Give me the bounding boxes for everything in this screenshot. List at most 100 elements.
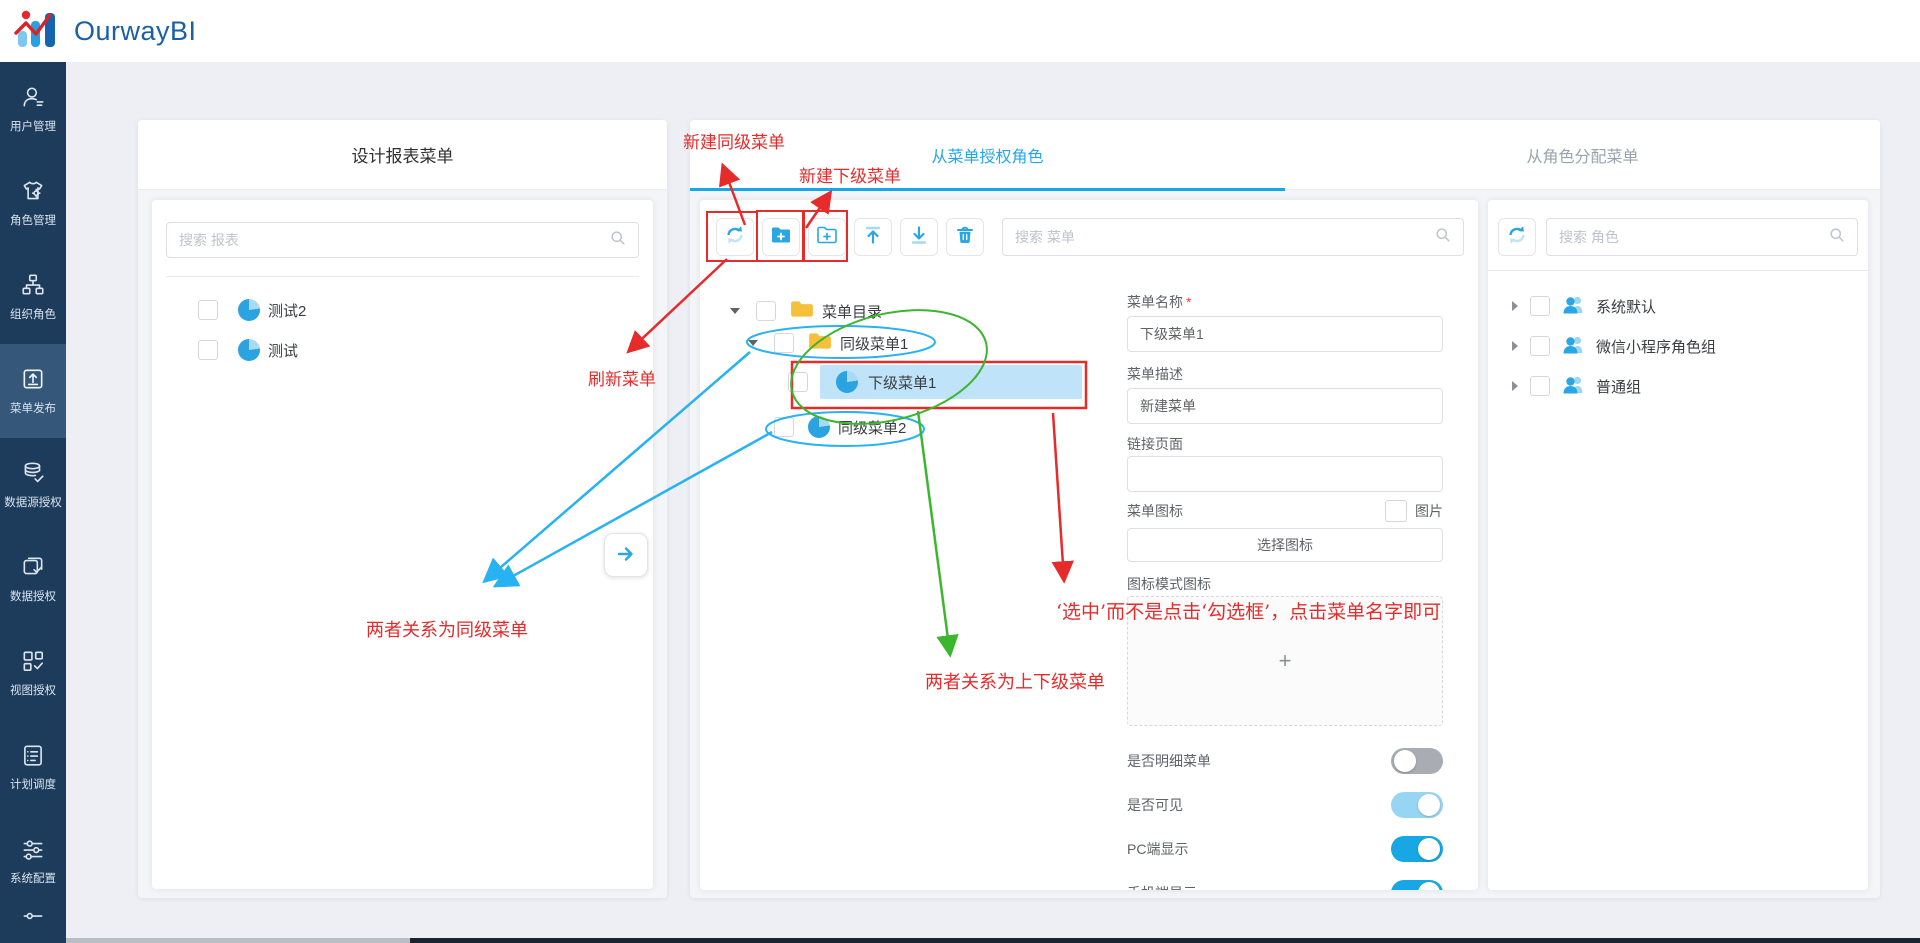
user-group-icon	[1562, 334, 1586, 358]
tree-row-sibling1[interactable]: 同级菜单1	[748, 328, 908, 358]
report-item-row[interactable]: 测试2	[198, 294, 306, 326]
caret-down-icon[interactable]	[748, 340, 758, 346]
refresh-menu-button[interactable]	[716, 218, 754, 256]
tree-checkbox[interactable]	[788, 372, 808, 392]
refresh-roles-button[interactable]	[1498, 218, 1536, 256]
caret-down-icon[interactable]	[730, 308, 740, 314]
tree-node-label[interactable]: 同级菜单2	[838, 419, 907, 437]
move-bottom-button[interactable]	[900, 218, 938, 256]
tree-checkbox[interactable]	[756, 301, 776, 321]
sidebar-item-view-auth[interactable]: 视图授权	[0, 626, 66, 720]
role-group-label[interactable]: 微信小程序角色组	[1596, 338, 1717, 356]
toggle-row-pc-display: PC端显示	[1127, 836, 1443, 862]
report-search-input[interactable]	[167, 223, 608, 257]
visible-toggle[interactable]	[1391, 792, 1443, 818]
icon-mode-label: 图标模式图标	[1127, 576, 1211, 592]
sidebar-item-role-management[interactable]: 角色管理	[0, 156, 66, 250]
arrow-down-bar-icon	[907, 223, 931, 252]
pc-display-toggle[interactable]	[1391, 836, 1443, 862]
sidebar-item-user-management[interactable]: 用户管理	[0, 62, 66, 156]
required-asterisk: *	[1186, 294, 1192, 310]
role-search	[1546, 218, 1858, 256]
menu-name-label: 菜单名称*	[1127, 294, 1192, 310]
plus-icon: +	[1278, 648, 1292, 673]
role-group-row[interactable]: 普通组	[1512, 372, 1641, 400]
link-page-input[interactable]	[1127, 456, 1443, 492]
delete-menu-button[interactable]	[946, 218, 984, 256]
roles-toolbar	[1498, 218, 1858, 256]
caret-right-icon[interactable]	[1512, 381, 1518, 391]
sidebar-item-org-roles[interactable]: 组织角色	[0, 250, 66, 344]
search-icon	[1827, 225, 1847, 250]
tree-node-label[interactable]: 下级菜单1	[868, 374, 937, 392]
tab-authorize-roles-from-menu[interactable]: 从菜单授权角色	[690, 120, 1285, 191]
role-checkbox[interactable]	[1530, 376, 1550, 396]
toggle-row-visible: 是否可见	[1127, 792, 1443, 818]
tree-node-label[interactable]: 同级菜单1	[840, 335, 909, 353]
icon-upload-dropzone[interactable]: +	[1127, 596, 1443, 726]
tree-checkbox[interactable]	[774, 333, 794, 353]
sidebar-item-schedule[interactable]: 计划调度	[0, 720, 66, 814]
sliders-icon	[20, 836, 46, 862]
sidebar-item-menu-publish[interactable]: 菜单发布	[0, 344, 66, 438]
clipboard-list-icon	[20, 742, 46, 768]
menu-name-input[interactable]	[1127, 316, 1443, 352]
role-group-row[interactable]: 微信小程序角色组	[1512, 332, 1716, 360]
caret-right-icon[interactable]	[1512, 341, 1518, 351]
caret-right-icon[interactable]	[1512, 301, 1518, 311]
move-top-button[interactable]	[854, 218, 892, 256]
role-group-label[interactable]: 系统默认	[1596, 298, 1657, 316]
report-item-label[interactable]: 测试2	[268, 302, 307, 320]
top-header: OurwayBI	[0, 0, 1920, 62]
tree-node-label[interactable]: 菜单目录	[822, 303, 883, 321]
role-group-label[interactable]: 普通组	[1596, 378, 1642, 396]
publish-box-icon	[20, 366, 46, 392]
mobile-display-toggle[interactable]	[1391, 880, 1443, 890]
sidebar-item-system-config[interactable]: 系统配置	[0, 814, 66, 908]
select-icon-button[interactable]: 选择图标	[1127, 528, 1443, 562]
user-group-icon	[1562, 294, 1586, 318]
sidebar-item-data-auth[interactable]: 数据授权	[0, 532, 66, 626]
scrollbar-thumb[interactable]	[410, 938, 1920, 943]
tree-row-sibling2[interactable]: 同级菜单2	[748, 412, 906, 442]
detail-menu-toggle[interactable]	[1391, 748, 1443, 774]
toggle-row-mobile-display: 手机端显示	[1127, 880, 1443, 890]
tree-row-child1-selected[interactable]: 下级菜单1	[788, 364, 1082, 400]
selected-tree-node[interactable]: 下级菜单1	[820, 365, 1082, 399]
role-checkbox[interactable]	[1530, 296, 1550, 316]
sidebar-item-datasource-auth[interactable]: 数据源授权	[0, 438, 66, 532]
menu-search-input[interactable]	[1003, 219, 1433, 255]
arrow-right-icon	[614, 542, 638, 569]
folder-icon	[808, 331, 832, 355]
report-panel-title: 设计报表菜单	[138, 120, 667, 190]
sidebar-item-partial[interactable]	[0, 908, 66, 943]
menu-icon-label: 菜单图标	[1127, 503, 1183, 519]
folder-icon	[790, 299, 814, 323]
menu-desc-input[interactable]	[1127, 388, 1443, 424]
report-list-panel: 测试2 测试	[152, 200, 653, 889]
add-sibling-menu-button[interactable]	[762, 218, 800, 256]
add-child-menu-button[interactable]	[808, 218, 846, 256]
menu-tree-form-panel: 菜单目录 同级菜单1 下级菜单1 同级菜单2 菜单名称*	[700, 200, 1478, 890]
report-checkbox[interactable]	[198, 300, 218, 320]
sidebar-nav: 用户管理 角色管理 组织角色 菜单发布 数据源授权 数据授权 视图授权 计划调	[0, 62, 66, 943]
menu-icon-row: 菜单图标 图片	[1127, 500, 1443, 522]
report-item-row[interactable]: 测试	[198, 334, 298, 366]
menu-toolbar	[716, 218, 1464, 256]
database-check-icon	[20, 460, 46, 486]
image-checkbox[interactable]	[1385, 500, 1407, 522]
tab-header: 从菜单授权角色 从角色分配菜单	[690, 120, 1880, 191]
logo-text: OurwayBI	[74, 15, 197, 46]
pie-chart-icon	[836, 371, 858, 393]
role-search-input[interactable]	[1547, 219, 1827, 255]
tree-row-root[interactable]: 菜单目录	[730, 296, 882, 326]
report-checkbox[interactable]	[198, 340, 218, 360]
tree-checkbox[interactable]	[774, 417, 794, 437]
divider	[1488, 270, 1868, 271]
role-checkbox[interactable]	[1530, 336, 1550, 356]
assign-right-arrow-button[interactable]	[604, 533, 648, 577]
role-group-row[interactable]: 系统默认	[1512, 292, 1656, 320]
folder-plus-filled-icon	[769, 223, 793, 252]
report-item-label[interactable]: 测试	[268, 342, 299, 360]
tab-assign-menu-from-role[interactable]: 从角色分配菜单	[1526, 148, 1639, 166]
